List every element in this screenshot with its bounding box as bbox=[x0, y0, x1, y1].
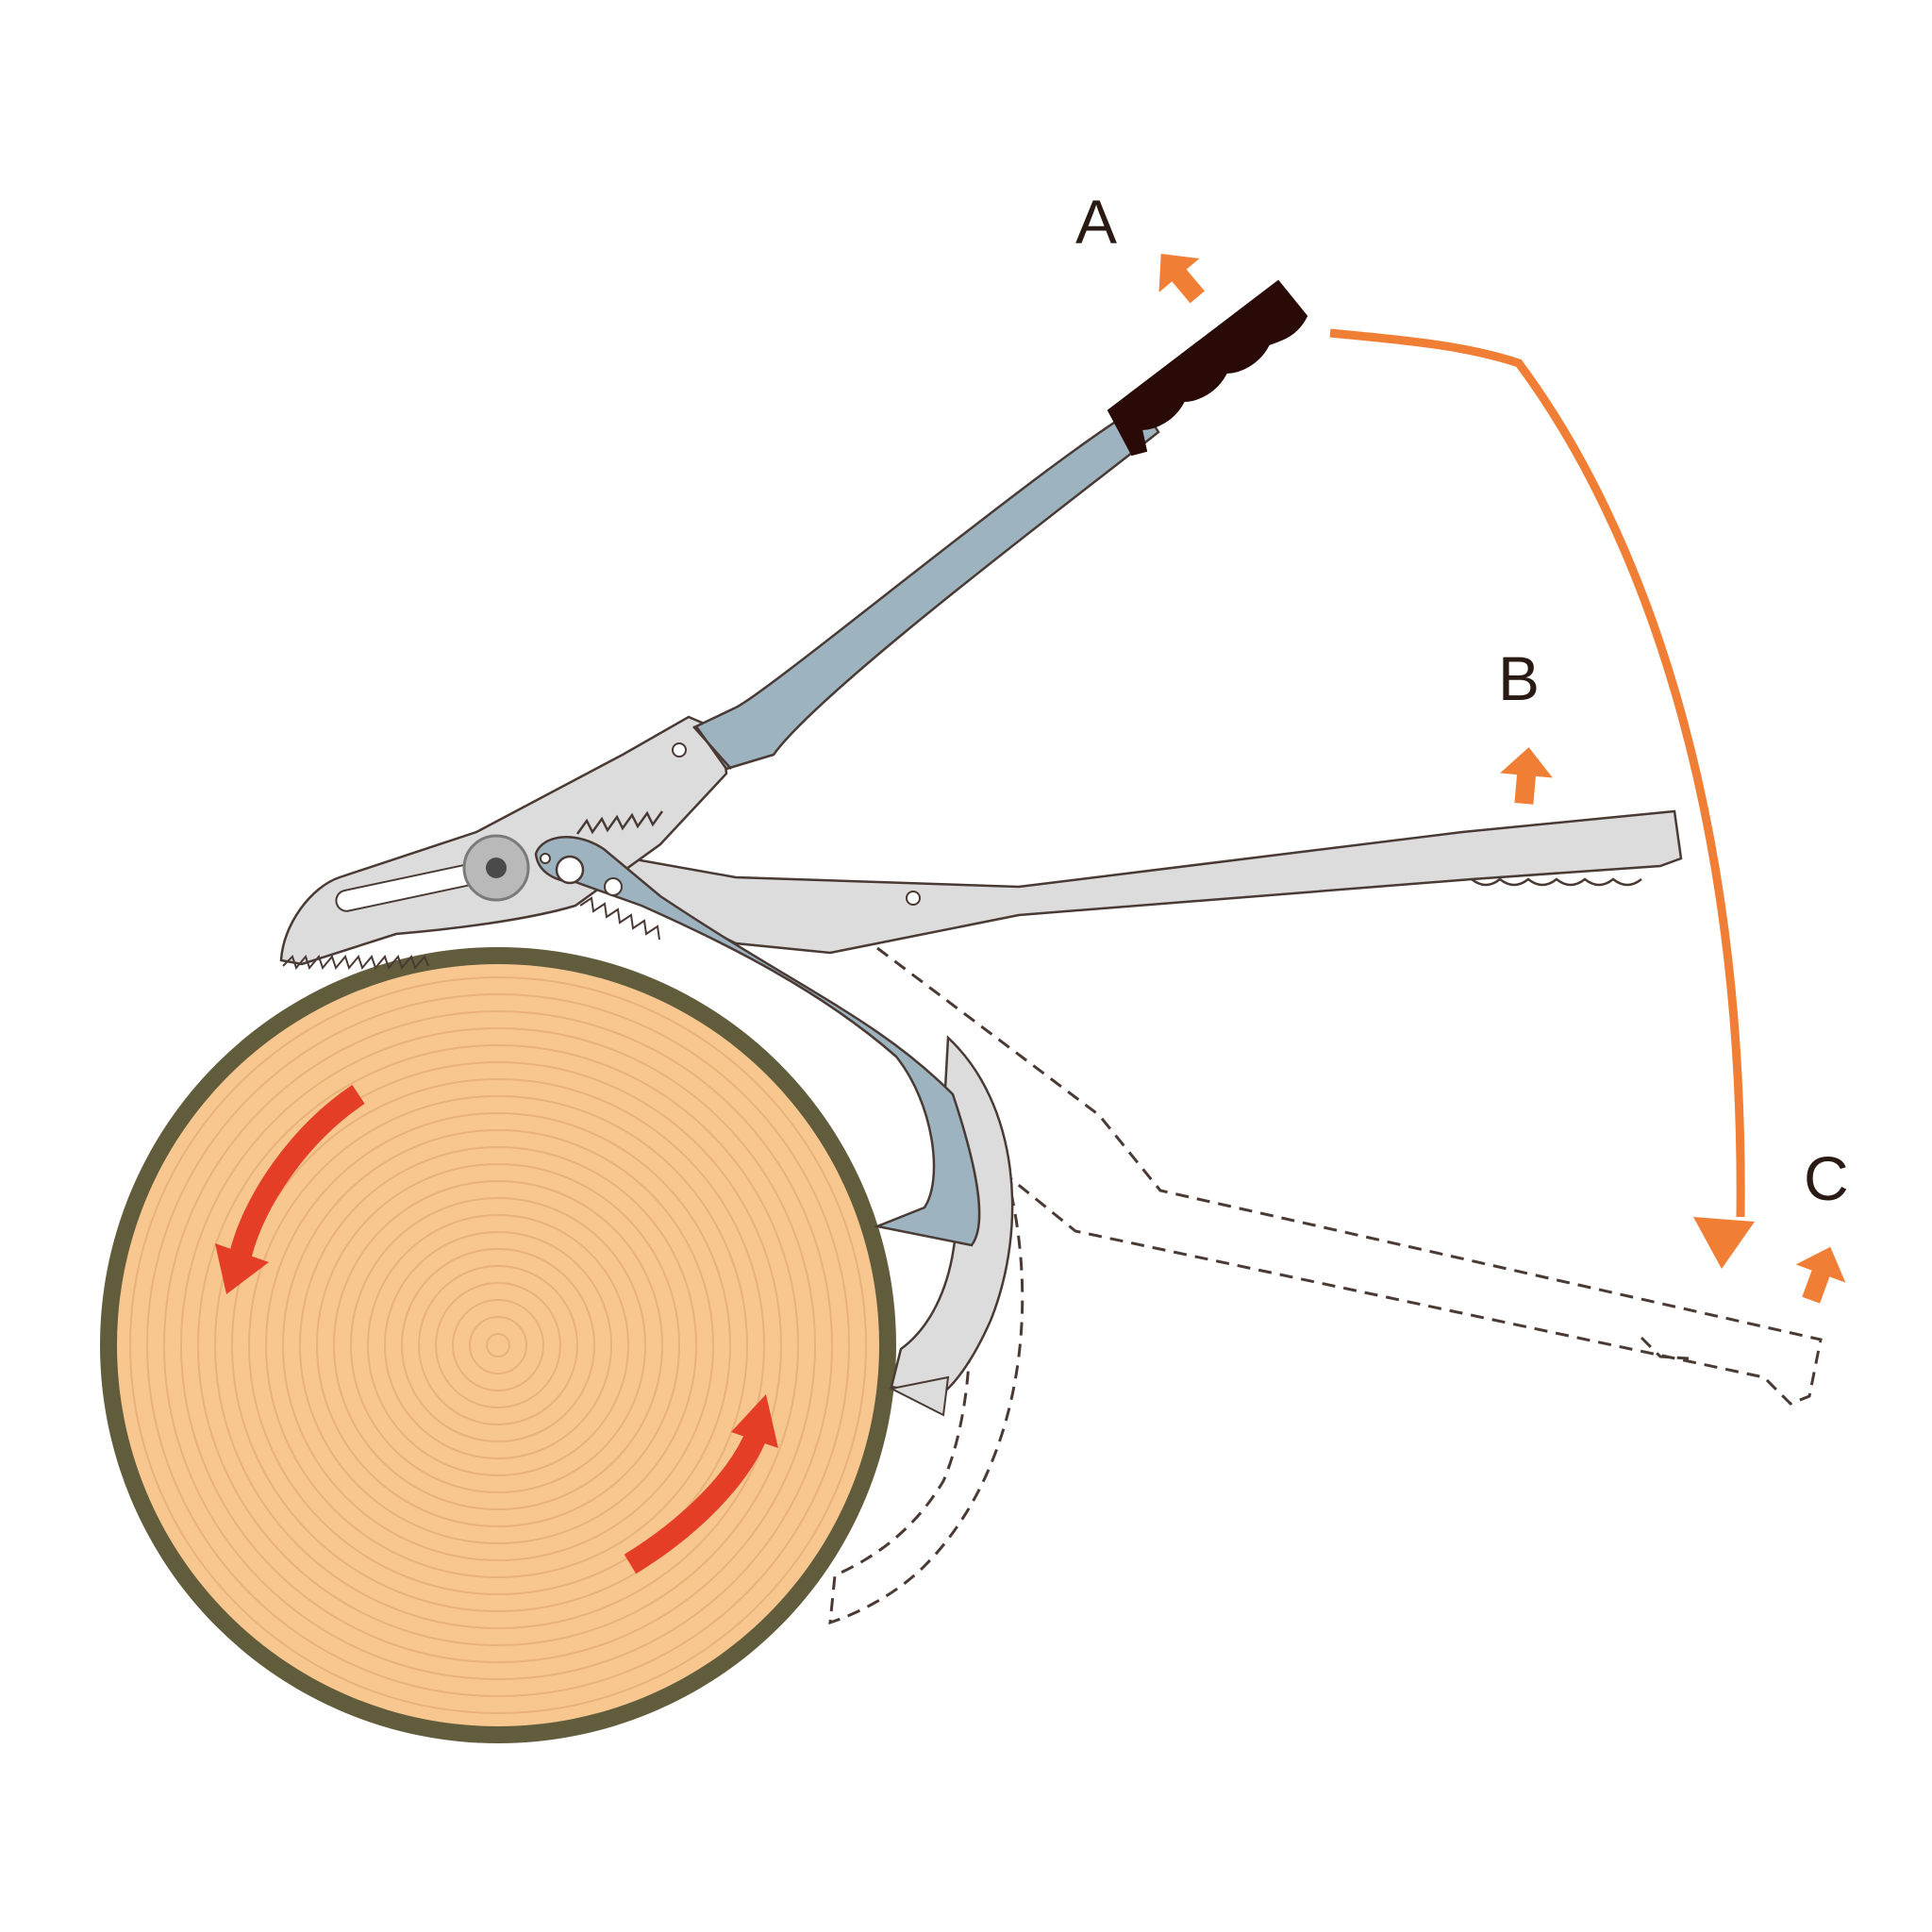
rotation-arrow-lower bbox=[624, 1394, 778, 1574]
label-position-b: B bbox=[1498, 643, 1540, 713]
hook-pin bbox=[540, 853, 551, 864]
log-ring bbox=[146, 993, 850, 1697]
log-ring bbox=[384, 1231, 612, 1459]
log-ring bbox=[452, 1299, 544, 1391]
rotation-arrow-upper bbox=[215, 1085, 365, 1294]
log-ring bbox=[231, 1078, 765, 1612]
handle-b-rivet bbox=[906, 891, 921, 906]
log-ring bbox=[180, 1027, 816, 1663]
tool-body bbox=[279, 715, 728, 971]
label-position-c: C bbox=[1804, 1143, 1849, 1213]
pivot-axle bbox=[486, 858, 507, 878]
log-ring bbox=[350, 1197, 646, 1493]
log-ring bbox=[418, 1265, 578, 1425]
log-rings bbox=[129, 976, 867, 1714]
label-position-a: A bbox=[1075, 187, 1117, 257]
handle-a-shaft bbox=[694, 404, 1160, 771]
handle-a-grip bbox=[1107, 279, 1308, 457]
rotation-arrow-icon bbox=[624, 1433, 765, 1574]
hook-teeth bbox=[579, 896, 660, 941]
up-arrow-icon bbox=[1158, 254, 1205, 304]
log-ring bbox=[248, 1095, 748, 1595]
up-arrow-icon bbox=[1500, 747, 1553, 805]
rotation-arrow-icon bbox=[229, 1085, 365, 1258]
log-ring bbox=[129, 976, 867, 1714]
hook-rivet bbox=[604, 877, 623, 896]
tool-rivet-upper bbox=[672, 742, 687, 758]
log-ring bbox=[299, 1146, 697, 1544]
handle-position-a bbox=[534, 279, 1308, 1247]
log-ring bbox=[163, 1010, 833, 1680]
log-ring bbox=[401, 1248, 595, 1442]
handle-b-grip-bumps bbox=[1471, 877, 1642, 887]
swing-arc-arrow bbox=[1329, 328, 1745, 1218]
rotation-arrow-head-lower bbox=[731, 1394, 778, 1448]
log-ring bbox=[282, 1129, 714, 1561]
direction-arrow-b bbox=[1500, 747, 1553, 805]
rotation-arrow-head-upper bbox=[215, 1243, 269, 1294]
tool-spring bbox=[575, 810, 664, 835]
handle-b-lower-tooth bbox=[888, 1375, 950, 1417]
log-ring bbox=[435, 1282, 561, 1408]
log-ring bbox=[316, 1163, 680, 1527]
curved-arrow-icon bbox=[1693, 1217, 1755, 1269]
log-ring bbox=[265, 1112, 731, 1578]
log bbox=[100, 947, 896, 1743]
handle-b-arm bbox=[599, 809, 1683, 955]
up-arrow-icon bbox=[1795, 1246, 1846, 1304]
hook-pivot bbox=[555, 855, 585, 885]
direction-arrow-c bbox=[1795, 1246, 1846, 1304]
log-ring bbox=[469, 1316, 527, 1374]
handle-position-c-outline bbox=[828, 946, 1823, 1625]
log-ring bbox=[214, 1061, 782, 1629]
log-ring bbox=[486, 1333, 510, 1357]
direction-arrow-a bbox=[1158, 254, 1205, 304]
log-ring bbox=[197, 1044, 799, 1646]
handle-a-band bbox=[692, 725, 732, 770]
tool-body-teeth bbox=[282, 954, 429, 971]
log-ring bbox=[367, 1214, 629, 1476]
log-ring bbox=[333, 1180, 663, 1510]
